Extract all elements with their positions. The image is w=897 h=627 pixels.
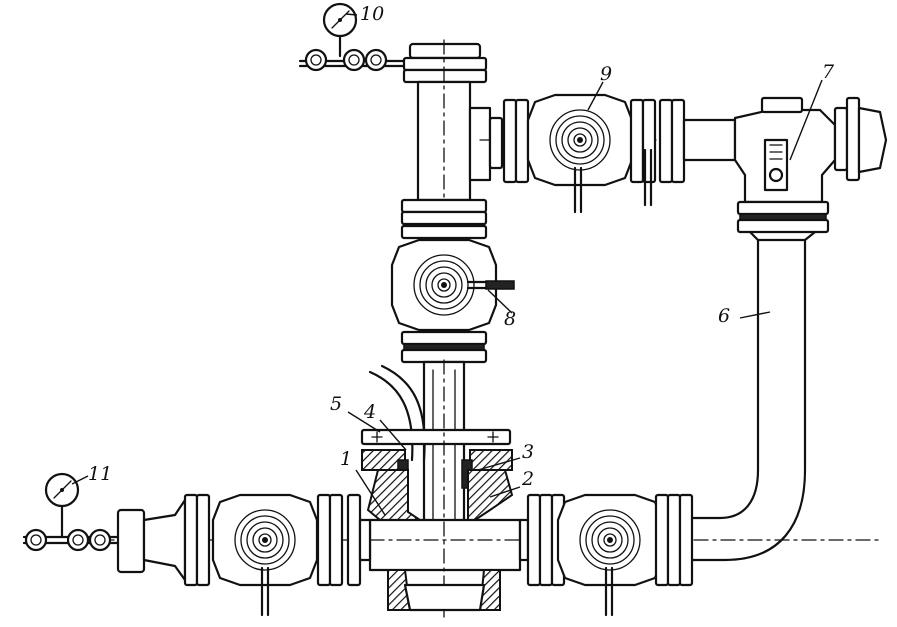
lower-right-flowline: [518, 230, 817, 617]
label-9: 9: [600, 63, 612, 85]
valve-icon: [556, 493, 664, 587]
label-11: 11: [88, 463, 112, 485]
label-2: 2: [521, 468, 534, 490]
label-7: 7: [822, 61, 835, 83]
casing-head: [360, 359, 522, 621]
label-3: 3: [522, 441, 534, 463]
master-valve-8: [390, 224, 515, 364]
gauge-line-10: [298, 2, 406, 72]
upper-flowline: [479, 93, 881, 214]
pressure-gauge-icon: [322, 2, 358, 38]
valve-icon: [211, 493, 319, 587]
label-10: 10: [360, 3, 384, 25]
label-1: 1: [340, 448, 352, 470]
label-4: 4: [363, 401, 376, 423]
pressure-gauge-icon: [44, 472, 80, 508]
part-labels: 1 2 3 4 5 6 7 8 9 10 11: [88, 3, 835, 490]
lower-left-flowline: [22, 472, 881, 617]
choke-tee-7: [733, 96, 888, 234]
leader-lines: [71, 13, 823, 516]
label-5: 5: [330, 393, 342, 415]
label-8: 8: [504, 308, 516, 330]
valve-icon: [390, 238, 498, 332]
label-6: 6: [718, 305, 730, 327]
